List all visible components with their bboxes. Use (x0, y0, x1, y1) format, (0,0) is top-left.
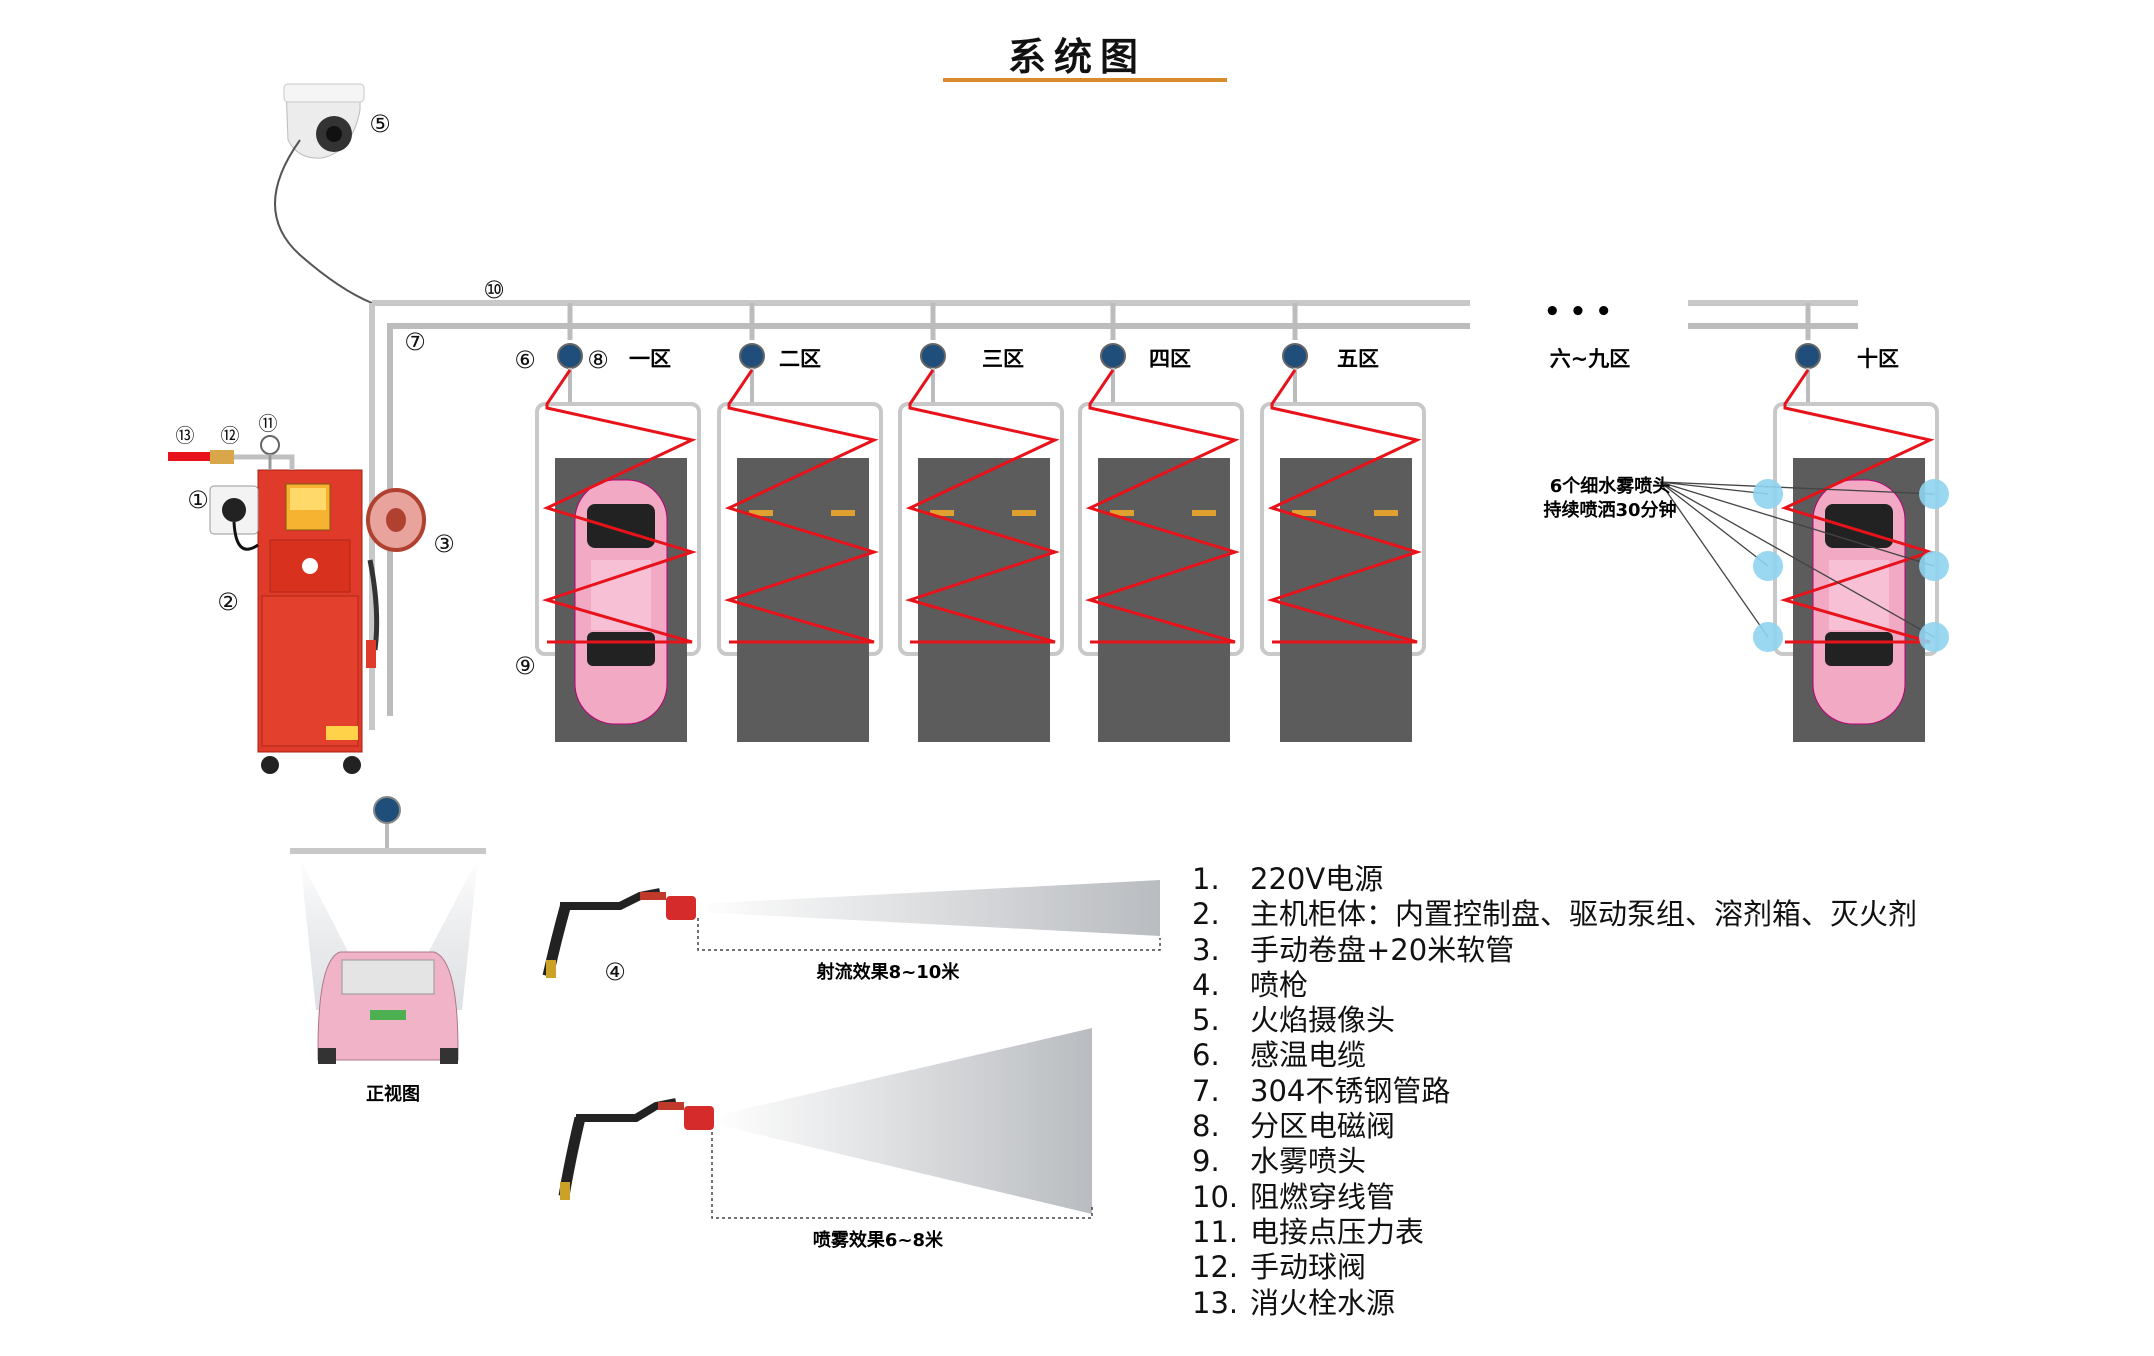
legend-item: 9.水雾喷头 (1192, 1144, 1367, 1179)
solenoid-valve-icon (1795, 343, 1821, 369)
hydrant-valve-assembly (168, 435, 295, 470)
zone-bay (1078, 303, 1244, 742)
callout-2: ② (217, 588, 239, 616)
flame-camera-icon (283, 83, 365, 159)
heat-sensing-cable (1084, 369, 1240, 644)
callout-11: ⑪ (258, 413, 277, 435)
main-cabinet (257, 469, 363, 774)
stainless-pipe (387, 323, 1858, 716)
car-topview (1812, 479, 1906, 725)
callout-12: ⑫ (220, 425, 239, 447)
component-legend: 1.220V电源 2.主机柜体：内置控制盘、驱动泵组、溶剂箱、灭火剂 3.手动卷… (1192, 862, 1917, 1321)
callout-13: ⑬ (175, 425, 194, 447)
zone-bay (898, 303, 1064, 742)
zone-bay (717, 303, 883, 742)
title-underline (943, 78, 1227, 82)
nozzle-note-line-1: 6个细水雾喷头 (1550, 475, 1671, 497)
heat-sensing-cable (541, 369, 697, 644)
zone-label: 四区 (1149, 347, 1191, 371)
callout-10: ⑩ (483, 276, 505, 304)
callout-5: ⑤ (369, 110, 391, 138)
legend-item: 2.主机柜体：内置控制盘、驱动泵组、溶剂箱、灭火剂 (1192, 897, 1918, 932)
nozzle-markers (1753, 479, 1949, 652)
callout-1: ① (187, 486, 209, 514)
camera-cable (274, 139, 373, 304)
hose-reel-icon (366, 488, 426, 668)
mist-effect-caption: 喷雾效果6~8米 (813, 1229, 944, 1251)
legend-item: 6.感温电缆 (1192, 1038, 1367, 1073)
callout-7: ⑦ (404, 328, 426, 356)
legend-item: 8.分区电磁阀 (1192, 1109, 1396, 1144)
legend-item: 4.喷枪 (1192, 967, 1309, 1002)
zone-label: 五区 (1337, 347, 1379, 371)
solenoid-valve-icon (1282, 343, 1308, 369)
heat-sensing-cable (904, 369, 1060, 644)
callout-9: ⑨ (514, 652, 536, 680)
parking-bay (918, 458, 1050, 742)
jet-spray-gun (542, 880, 1161, 978)
heat-sensing-cable (723, 369, 879, 644)
zone-label: 二区 (779, 347, 821, 371)
parking-bay (1280, 458, 1412, 742)
front-view-illustration (290, 796, 486, 1064)
legend-item: 7.304不锈钢管路 (1192, 1073, 1451, 1108)
zone-bay (1260, 303, 1426, 742)
legend-item: 5.火焰摄像头 (1192, 1003, 1396, 1038)
callout-3: ③ (433, 530, 455, 558)
front-view-caption: 正视图 (366, 1083, 420, 1105)
solenoid-valve-icon (739, 343, 765, 369)
legend-item: 1.220V电源 (1192, 862, 1384, 896)
zone-label: 六~九区 (1550, 347, 1631, 371)
parking-bay (1098, 458, 1230, 742)
callout-4: ④ (604, 958, 626, 986)
callout-6: ⑥ (514, 346, 536, 374)
legend-item: 10.阻燃穿线管 (1192, 1179, 1396, 1214)
mist-spray-gun (558, 1028, 1093, 1219)
heat-sensing-cable (1779, 369, 1935, 644)
solenoid-valve-icon (920, 343, 946, 369)
zone-label: 三区 (982, 347, 1024, 371)
zone-bay (535, 303, 701, 742)
jet-effect-caption: 射流效果8~10米 (816, 961, 961, 983)
zone-label: 十区 (1857, 347, 1899, 371)
solenoid-valve-icon (557, 343, 583, 369)
legend-item: 13.消火栓水源 (1192, 1285, 1396, 1320)
legend-item: 12.手动球阀 (1192, 1250, 1367, 1285)
parking-bay (737, 458, 869, 742)
zone-label: 一区 (629, 347, 671, 371)
car-topview (574, 479, 668, 725)
power-socket-icon (209, 485, 259, 551)
legend-item: 11.电接点压力表 (1192, 1214, 1425, 1249)
zone-bay (1773, 303, 1939, 742)
heat-sensing-cable (1266, 369, 1422, 644)
callout-8: ⑧ (587, 346, 609, 374)
zone-ellipsis: • • • (1544, 297, 1612, 327)
solenoid-valve-icon (1100, 343, 1126, 369)
page-title: 系统图 (1007, 35, 1146, 79)
legend-item: 3.手动卷盘+20米软管 (1192, 932, 1515, 967)
nozzle-note-line-2: 持续喷洒30分钟 (1543, 499, 1676, 521)
nozzle-callout-lines (1659, 481, 1935, 638)
